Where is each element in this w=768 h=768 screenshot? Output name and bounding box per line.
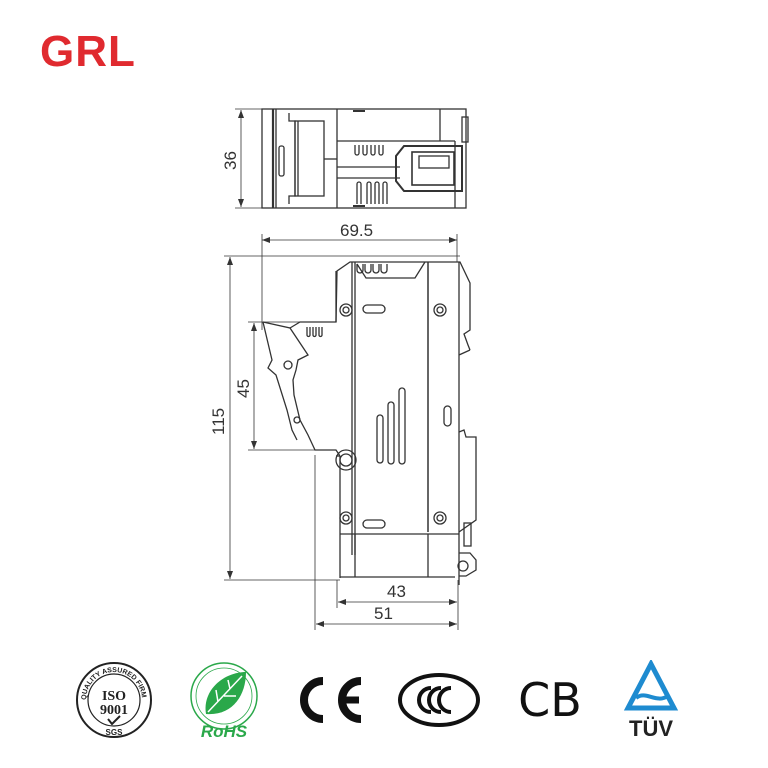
svg-text:ISO: ISO <box>102 689 126 704</box>
dim-36: 36 <box>221 151 240 170</box>
side-view: 115 45 <box>209 255 477 585</box>
svg-text:69.5: 69.5 <box>340 221 373 240</box>
svg-text:43: 43 <box>387 582 406 601</box>
iso9001-icon: QUALITY ASSURED FIRM ISO 9001 SGS <box>76 662 152 738</box>
brand-logo: GRL <box>40 27 136 76</box>
ccc-mark-icon <box>398 673 480 727</box>
svg-text:RoHS: RoHS <box>201 722 248 740</box>
svg-text:51: 51 <box>374 604 393 623</box>
cb-mark: CB <box>518 673 582 727</box>
dim-69-5: 69.5 <box>261 221 458 330</box>
tuv-mark-icon: TÜV <box>623 660 679 740</box>
svg-text:SGS: SGS <box>106 728 124 737</box>
svg-text:9001: 9001 <box>100 703 128 718</box>
cert-ccc <box>396 660 482 740</box>
top-view: 36 <box>221 108 469 209</box>
cert-tuv: TÜV <box>616 660 686 740</box>
cert-iso9001: QUALITY ASSURED FIRM ISO 9001 SGS <box>72 660 156 740</box>
ce-mark-icon <box>300 677 362 723</box>
svg-text:45: 45 <box>234 379 253 398</box>
svg-text:TÜV: TÜV <box>629 716 673 740</box>
cert-rohs: RoHS <box>182 660 266 740</box>
cert-cb: CB <box>508 660 592 740</box>
cert-ce <box>290 660 366 740</box>
dim-43-51: 43 51 <box>314 455 459 630</box>
rohs-leaf-icon: RoHS <box>190 662 258 740</box>
svg-text:115: 115 <box>209 408 228 435</box>
